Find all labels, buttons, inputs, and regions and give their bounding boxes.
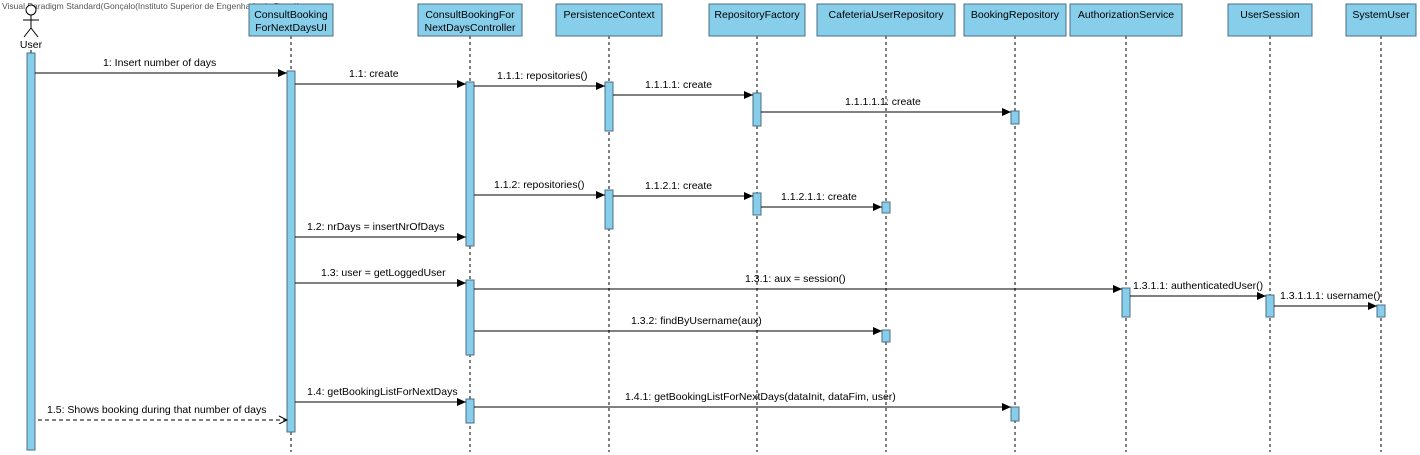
message-1-1-2-1: 1.1.2.1: create — [613, 180, 753, 200]
activation-bar-ctrl — [465, 398, 475, 424]
participant-pc: PersistenceContext — [555, 3, 663, 37]
participant-box — [816, 3, 956, 37]
message-1-1-1-1: 1.1.1.1: create — [613, 79, 753, 99]
activation-bar-cur — [881, 201, 891, 214]
activation-bar-ui — [286, 70, 296, 433]
activation-bar-br — [1010, 110, 1020, 125]
participant-box — [1345, 3, 1417, 37]
message-label: 1.3.1: aux = session() — [745, 273, 846, 285]
message-1-3: 1.3: user = getLoggedUser — [295, 267, 466, 287]
message-1-4: 1.4: getBookingListForNextDays — [295, 386, 466, 406]
participant-label: ConsultBooking — [254, 9, 328, 21]
activation-bar-pc — [604, 81, 614, 132]
message-label: 1.1.2.1.1: create — [781, 191, 857, 203]
participant-br: BookingRepository — [963, 3, 1067, 37]
participant-label: PersistenceContext — [563, 9, 654, 21]
message-label: 1: Insert number of days — [103, 57, 216, 69]
participant-su: SystemUser — [1345, 3, 1417, 37]
activation-bar-rf — [752, 92, 762, 127]
message-label: 1.3.2: findByUsername(aux) — [631, 315, 762, 327]
message-label: 1.4.1: getBookingListForNextDays(dataIni… — [625, 391, 896, 403]
message-1-2: 1.2: nrDays = insertNrOfDays — [295, 221, 466, 241]
activation-bar-user — [26, 52, 36, 451]
user-actor: User — [20, 4, 43, 51]
message-label: 1.1: create — [349, 68, 399, 80]
message-1-1-2-1-1: 1.1.2.1.1: create — [761, 191, 882, 211]
message-1-5: 1.5: Shows booking during that number of… — [35, 404, 287, 420]
message-label: 1.1.2: repositories() — [494, 179, 584, 191]
participant-label: NextDaysController — [424, 22, 516, 34]
message-label: 1.4: getBookingListForNextDays — [307, 386, 458, 398]
message-1-4-1: 1.4.1: getBookingListForNextDays(dataIni… — [474, 391, 1011, 411]
message-1-1-1-1-1: 1.1.1.1.1: create — [761, 96, 1011, 116]
message-label: 1.3: user = getLoggedUser — [321, 267, 446, 279]
participant-us: UserSession — [1227, 3, 1313, 37]
message-1: 1: Insert number of days — [35, 57, 287, 77]
participant-rf: RepositoryFactory — [708, 3, 806, 37]
activation-bar-rf — [752, 192, 762, 216]
message-label: 1.3.1.1: authenticatedUser() — [1133, 280, 1263, 292]
participant-cur: CafeteriaUserRepository — [816, 3, 956, 37]
participant-box — [417, 3, 523, 37]
activation-bar-auth — [1121, 287, 1131, 318]
activation-bar-cur — [881, 329, 891, 343]
participant-box — [1227, 3, 1313, 37]
message-label: 1.1.1: repositories() — [497, 70, 587, 82]
actor-label: User — [20, 39, 43, 51]
message-1-3-1-1: 1.3.1.1: authenticatedUser() — [1130, 280, 1266, 300]
participant-label: UserSession — [1240, 9, 1300, 21]
message-label: 1.3.1.1.1: username() — [1280, 290, 1380, 302]
activation-bar-br — [1010, 406, 1020, 422]
message-1-3-2: 1.3.2: findByUsername(aux) — [474, 315, 882, 335]
watermark-text: Visual Paradigm Standard(Gonçalo(Institu… — [2, 1, 300, 11]
message-label: 1.1.1.1: create — [645, 79, 712, 91]
participant-box — [555, 3, 663, 37]
message-1-1: 1.1: create — [295, 68, 466, 88]
message-1-3-1-1-1: 1.3.1.1.1: username() — [1274, 290, 1380, 310]
activation-bar-su — [1376, 304, 1386, 318]
participant-box — [963, 3, 1067, 37]
message-label: 1.1.2.1: create — [645, 180, 712, 192]
participant-auth: AuthorizationService — [1069, 3, 1183, 37]
participant-label: CafeteriaUserRepository — [829, 9, 945, 21]
message-1-1-1: 1.1.1: repositories() — [474, 70, 605, 90]
participant-box — [708, 3, 806, 37]
activation-bar-us — [1265, 294, 1275, 318]
activation-bar-pc — [604, 189, 614, 230]
participant-label: AuthorizationService — [1078, 9, 1174, 21]
activation-bar-ctrl — [465, 279, 475, 356]
participant-box — [248, 3, 334, 37]
participant-label: ConsultBookingFor — [425, 9, 515, 21]
participant-label: RepositoryFactory — [714, 9, 800, 21]
message-label: 1.5: Shows booking during that number of… — [47, 404, 266, 416]
message-1-3-1: 1.3.1: aux = session() — [474, 273, 1122, 293]
message-1-1-2: 1.1.2: repositories() — [474, 179, 605, 199]
participant-label: SystemUser — [1352, 9, 1410, 21]
participant-label: BookingRepository — [971, 9, 1060, 21]
stick-figure-actor-icon — [23, 4, 39, 38]
participant-box — [1069, 3, 1183, 37]
activation-bar-ctrl — [465, 81, 475, 247]
participant-label: ForNextDaysUI — [255, 22, 327, 34]
message-label: 1.1.1.1.1: create — [845, 96, 921, 108]
message-label: 1.2: nrDays = insertNrOfDays — [307, 221, 444, 233]
